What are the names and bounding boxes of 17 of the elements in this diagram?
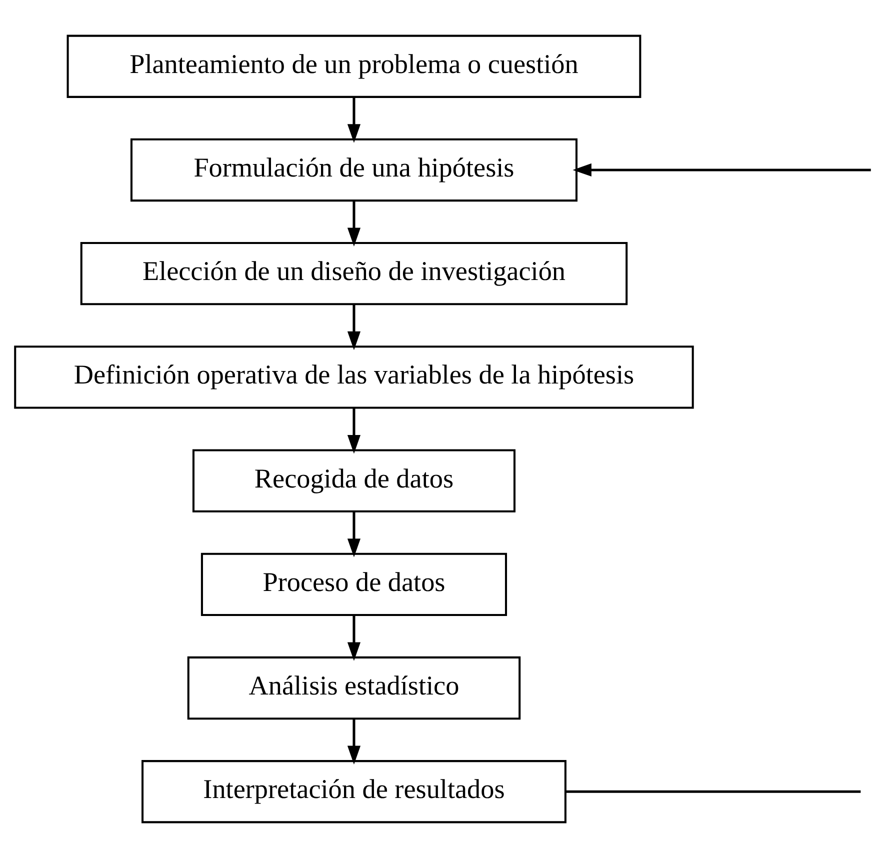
node-box: Formulación de una hipótesis — [130, 138, 578, 202]
node-box: Elección de un diseño de investigación — [80, 242, 628, 305]
node-box: Proceso de datos — [200, 552, 508, 616]
arrow — [572, 162, 871, 176]
node-box: Análisis estadístico — [187, 656, 521, 720]
arrow — [347, 200, 361, 246]
arrow — [347, 304, 361, 350]
node-box: Planteamiento de un problema o cuestión — [66, 34, 642, 98]
arrow — [347, 718, 361, 764]
arrow — [347, 96, 361, 142]
node-box: Definición operativa de las variables de la hipótesis — [14, 345, 694, 408]
arrow — [347, 407, 361, 454]
node-box: Recogida de datos — [192, 448, 516, 512]
arrow — [347, 511, 361, 557]
node-box: Interpretación de resultados — [142, 760, 566, 823]
arrow — [347, 614, 361, 660]
connector — [566, 790, 861, 792]
